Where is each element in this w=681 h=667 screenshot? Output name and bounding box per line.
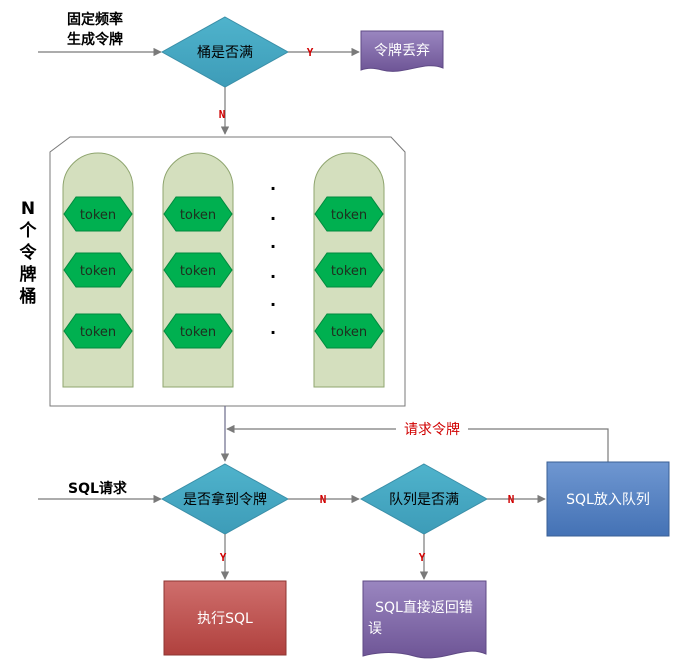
ellipsis-dot-1: · (270, 179, 276, 198)
return-error-label-line1: SQL直接返回错 (375, 599, 473, 616)
bucket-full-label: 桶是否满 (197, 45, 253, 61)
side-label-1: N (21, 199, 35, 219)
token-n-3 (314, 313, 384, 349)
return-error-shape (362, 580, 487, 659)
yes-label-got-token: Y (220, 551, 227, 564)
token-1-3 (63, 313, 133, 349)
enqueue-box (546, 461, 670, 537)
ellipsis-dot-2: · (270, 209, 276, 228)
no-label-got-token: N (320, 493, 327, 506)
token-2-3 (163, 313, 233, 349)
no-label-queue-full: N (508, 493, 515, 506)
no-label-top: N (219, 108, 226, 121)
token-1-1-label: token (80, 208, 116, 223)
queue-full-label: 队列是否满 (389, 492, 459, 508)
rate-label-line2: 生成令牌 (67, 31, 123, 48)
enqueue-label: SQL放入队列 (566, 492, 650, 508)
token-n-2 (314, 252, 384, 288)
request-token-arrow (226, 424, 609, 462)
token-2-1 (163, 196, 233, 232)
ellipsis-dot-4: · (270, 267, 276, 286)
token-1-3-label: token (80, 325, 116, 340)
ellipsis-dot-6: · (270, 323, 276, 342)
token-2-2-label: token (180, 264, 216, 279)
return-error-label-line2: 误 (368, 621, 382, 637)
request-token-label-bg (396, 420, 468, 438)
token-1-2-label: token (80, 264, 116, 279)
token-n-1 (314, 196, 384, 232)
yes-label-top: Y (307, 46, 314, 59)
token-n-2-label: token (331, 264, 367, 279)
got-token-label: 是否拿到令牌 (183, 491, 267, 508)
token-n-1-label: token (331, 208, 367, 223)
ellipsis-dot-5: · (270, 295, 276, 314)
ellipsis-dot-3: · (270, 237, 276, 256)
token-n-3-label: token (331, 325, 367, 340)
execute-label: 执行SQL (197, 611, 253, 627)
yes-label-queue-full: Y (419, 551, 426, 564)
rate-label-line1: 固定频率 (67, 11, 123, 28)
execute-box (163, 580, 287, 656)
token-2-2 (163, 252, 233, 288)
side-label-4: 牌 (20, 264, 37, 285)
discard-shape (360, 30, 444, 72)
token-1-2 (63, 252, 133, 288)
side-label-5: 桶 (20, 286, 37, 307)
discard-label: 令牌丢弃 (374, 42, 430, 59)
token-1-1 (63, 196, 133, 232)
token-2-1-label: token (180, 208, 216, 223)
sql-request-label: SQL请求 (68, 480, 128, 497)
token-2-3-label: token (180, 325, 216, 340)
side-label-2: 个 (19, 220, 38, 241)
request-token-label: 请求令牌 (404, 421, 460, 438)
side-label-3: 令 (20, 242, 38, 263)
